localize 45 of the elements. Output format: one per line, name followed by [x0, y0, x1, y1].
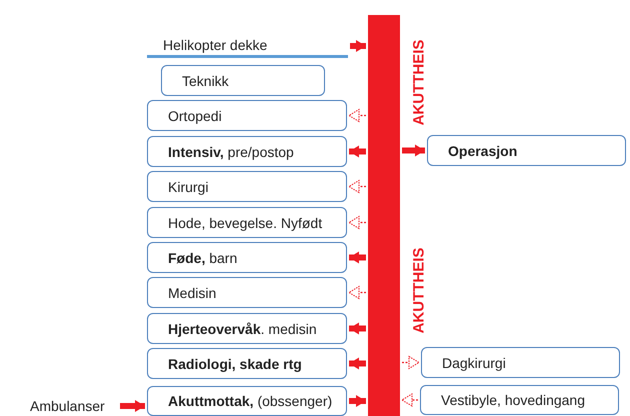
department-box — [147, 100, 347, 131]
department-box — [147, 207, 347, 238]
department-name: Intensiv, pre/postop — [168, 144, 294, 160]
department-name: Teknikk — [182, 72, 229, 88]
arrow — [348, 180, 366, 193]
department-name: Akuttmottak, (obssenger) — [168, 393, 332, 409]
department-name: Hjerteovervåk. medisin — [168, 320, 317, 336]
department-box — [147, 242, 347, 273]
arrow — [402, 144, 425, 156]
arrow — [349, 252, 366, 264]
department-name: Kirurgi — [168, 178, 208, 194]
department-name: Hode, bevegelse. Nyfødt — [168, 214, 322, 230]
department-box — [147, 348, 347, 379]
department-box — [147, 136, 347, 167]
department-box — [427, 135, 626, 166]
arrow — [349, 322, 366, 334]
arrow — [402, 394, 418, 406]
shaft-label: AKUTTHEIS — [410, 247, 427, 333]
arrow — [349, 146, 366, 158]
department-name: Ortopedi — [168, 108, 222, 124]
arrow — [349, 358, 366, 370]
department-name: Medisin — [168, 284, 216, 300]
arrow — [120, 400, 145, 412]
arrow — [402, 356, 420, 369]
department-name: Operasjon — [448, 142, 518, 158]
shaft-label: AKUTTHEIS — [410, 39, 427, 125]
department-box — [147, 171, 347, 202]
department-box — [161, 65, 325, 96]
department-box — [147, 386, 347, 416]
entry-label: Ambulanser — [30, 398, 105, 414]
department-name: Radiologi, skade rtg — [168, 356, 302, 372]
department-name: Vestibyle, hovedingang — [441, 392, 585, 408]
department-box — [147, 277, 347, 308]
department-box — [421, 347, 620, 378]
department-box — [420, 385, 619, 415]
arrow — [349, 395, 366, 407]
arrow — [350, 40, 366, 52]
department-name: Dagkirurgi — [442, 354, 506, 370]
arrow — [348, 109, 366, 122]
arrow — [348, 286, 366, 299]
department-name: Helikopter dekke — [163, 36, 268, 52]
elevator-shaft-bar — [368, 15, 400, 416]
department-name: Føde, barn — [168, 250, 238, 266]
department-box — [147, 313, 347, 344]
arrow — [348, 216, 366, 229]
